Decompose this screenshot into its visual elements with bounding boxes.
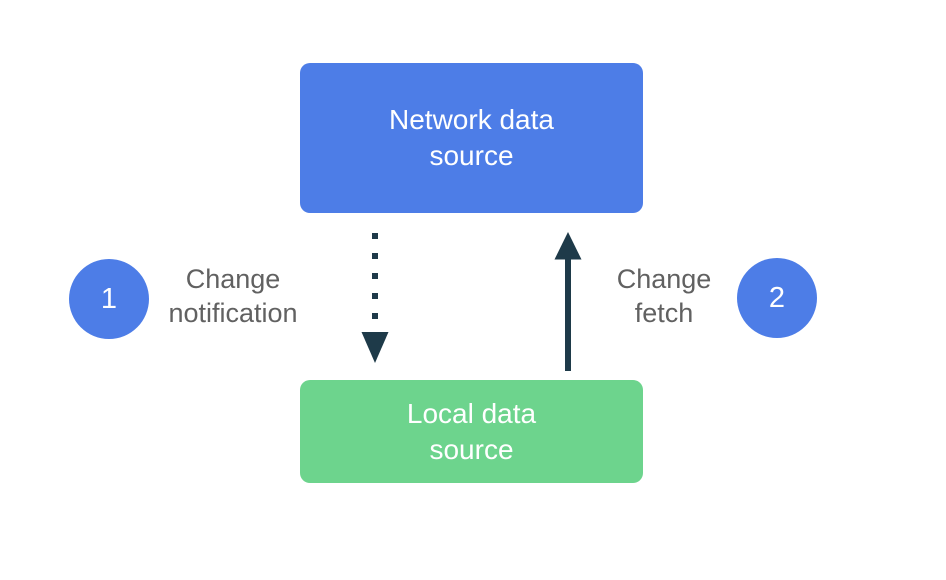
- arrowhead-down-icon: [361, 332, 389, 363]
- arrowhead-up-icon: [554, 232, 582, 260]
- step-2-number: 2: [768, 281, 786, 314]
- step-2-badge: 2: [737, 258, 817, 338]
- change-notification-label: Change notification: [168, 264, 298, 328]
- change-fetch-label: Change fetch: [616, 264, 712, 328]
- network-data-source-label: Network data source: [389, 104, 554, 171]
- network-data-source-node: Network data source: [300, 63, 643, 213]
- step-1-badge: 1: [69, 259, 149, 339]
- change-notification-arrow: [361, 233, 389, 363]
- local-data-source-label: Local data source: [406, 397, 537, 465]
- step-1-number: 1: [100, 282, 118, 315]
- local-data-source-node: Local data source: [300, 380, 643, 483]
